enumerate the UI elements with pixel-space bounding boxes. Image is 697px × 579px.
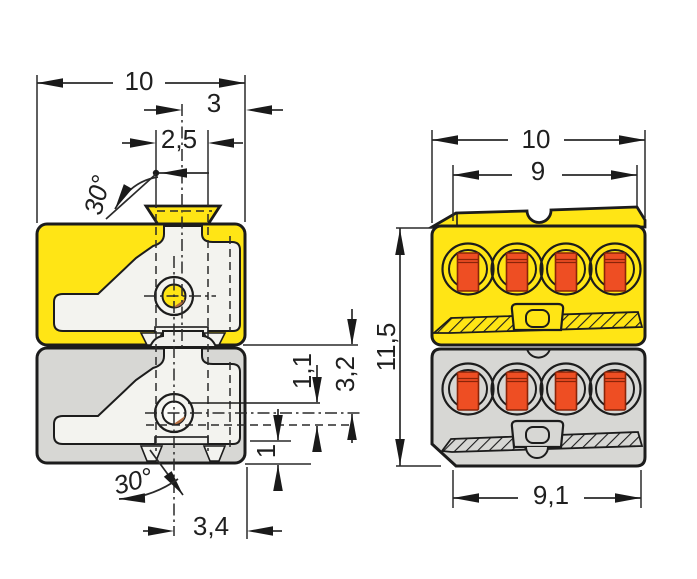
arrowhead: [432, 135, 458, 145]
wire-lever: [554, 252, 578, 292]
arrowhead: [347, 319, 357, 345]
dim-clearance: 1,1: [287, 353, 322, 452]
arrowhead: [246, 105, 272, 115]
angle-label: 30°: [110, 461, 156, 500]
side-upper-unit: [35, 204, 247, 347]
side-reference-lines: [145, 104, 360, 539]
port-ring-outer: [539, 362, 593, 416]
chamfer-line: [105, 173, 157, 220]
wire-lever: [456, 252, 480, 292]
side-view: 10 3 2,5 30°: [35, 66, 360, 541]
port-ring-outer: [490, 242, 544, 296]
arrowhead: [156, 105, 182, 115]
arrowhead: [611, 170, 637, 180]
lower-center-bump: [525, 446, 549, 459]
dim-pin-depth: 3,2: [330, 309, 360, 443]
arrowhead: [347, 414, 357, 440]
front-upper-unit: [430, 224, 647, 347]
arrowhead: [247, 526, 273, 536]
wire-lever: [456, 371, 480, 411]
wire-lever: [603, 371, 627, 411]
dim-label: 1,1: [287, 353, 317, 389]
upper-wire-levers: [456, 252, 627, 292]
arrowhead: [273, 465, 283, 491]
port-ring-outer: [588, 242, 642, 296]
lever-detail-lines: [457, 377, 626, 383]
arrowhead: [453, 170, 479, 180]
dim-label: 3,2: [330, 356, 360, 392]
port-ring-outer: [441, 362, 495, 416]
wire-lever: [554, 371, 578, 411]
arrowhead: [395, 229, 405, 255]
dim-label: 3: [207, 88, 221, 118]
dim-label: 11,5: [371, 323, 401, 372]
lower-test-port: [525, 426, 550, 444]
wire-lever: [505, 252, 529, 292]
dim-center-to-edge: 3: [144, 88, 283, 118]
dim-side-overall-width: 10: [36, 66, 246, 223]
port-ring-outer: [441, 242, 495, 296]
upper-port-rings: [441, 242, 642, 296]
lower-spring-plate: [154, 436, 209, 445]
arrowhead: [148, 526, 174, 536]
arrowhead: [130, 138, 156, 148]
wire-lever: [603, 252, 627, 292]
dim-label: 10: [125, 66, 154, 96]
dim-label: 10: [522, 124, 551, 154]
lower-pin-wedge: [173, 416, 186, 425]
arrowhead: [161, 168, 187, 178]
port-ring-outer: [539, 242, 593, 296]
wire-lever: [505, 371, 529, 411]
arrowhead: [395, 439, 405, 465]
front-view: 10 9 11,5 9,1: [371, 124, 647, 510]
dim-label: 1: [251, 444, 281, 458]
front-lower-unit: [430, 347, 647, 468]
side-lower-unit: [35, 346, 247, 465]
dim-label: 3,4: [193, 511, 229, 541]
arrowhead: [219, 78, 245, 88]
upper-test-port: [525, 309, 550, 328]
dim-cover-width: 9: [452, 156, 638, 221]
upper-interior-cavity: [53, 225, 241, 332]
arrowhead: [273, 415, 283, 441]
dim-overall-height: 11,5: [371, 227, 441, 467]
dim-wall: 1: [251, 409, 283, 491]
arrowhead: [208, 138, 234, 148]
arrowhead: [312, 426, 322, 452]
dim-front-overall-width: 10: [431, 124, 646, 223]
dim-slot-width: 2,5: [122, 124, 243, 208]
arrowhead: [163, 471, 187, 498]
dim-label: 2,5: [161, 124, 197, 154]
lower-wire-levers: [456, 371, 627, 411]
dim-label: 9,1: [533, 480, 569, 510]
arrowhead: [37, 78, 63, 88]
lower-lid-notch: [526, 348, 551, 359]
dim-pin-to-edge: 3,4: [143, 511, 282, 541]
dim-base-width: 9,1: [452, 470, 642, 510]
front-top-lid: [426, 205, 647, 229]
arrowhead: [615, 493, 641, 503]
port-ring-outer: [490, 362, 544, 416]
angle-label: 30°: [78, 172, 117, 217]
dim-label: 9: [531, 156, 545, 186]
lower-interior-cavity: [53, 347, 241, 445]
arrowhead: [619, 135, 645, 145]
lower-right-foot-channel: [202, 445, 227, 462]
port-ring-outer: [588, 362, 642, 416]
arrowhead: [453, 493, 479, 503]
lever-detail-lines: [457, 258, 626, 264]
